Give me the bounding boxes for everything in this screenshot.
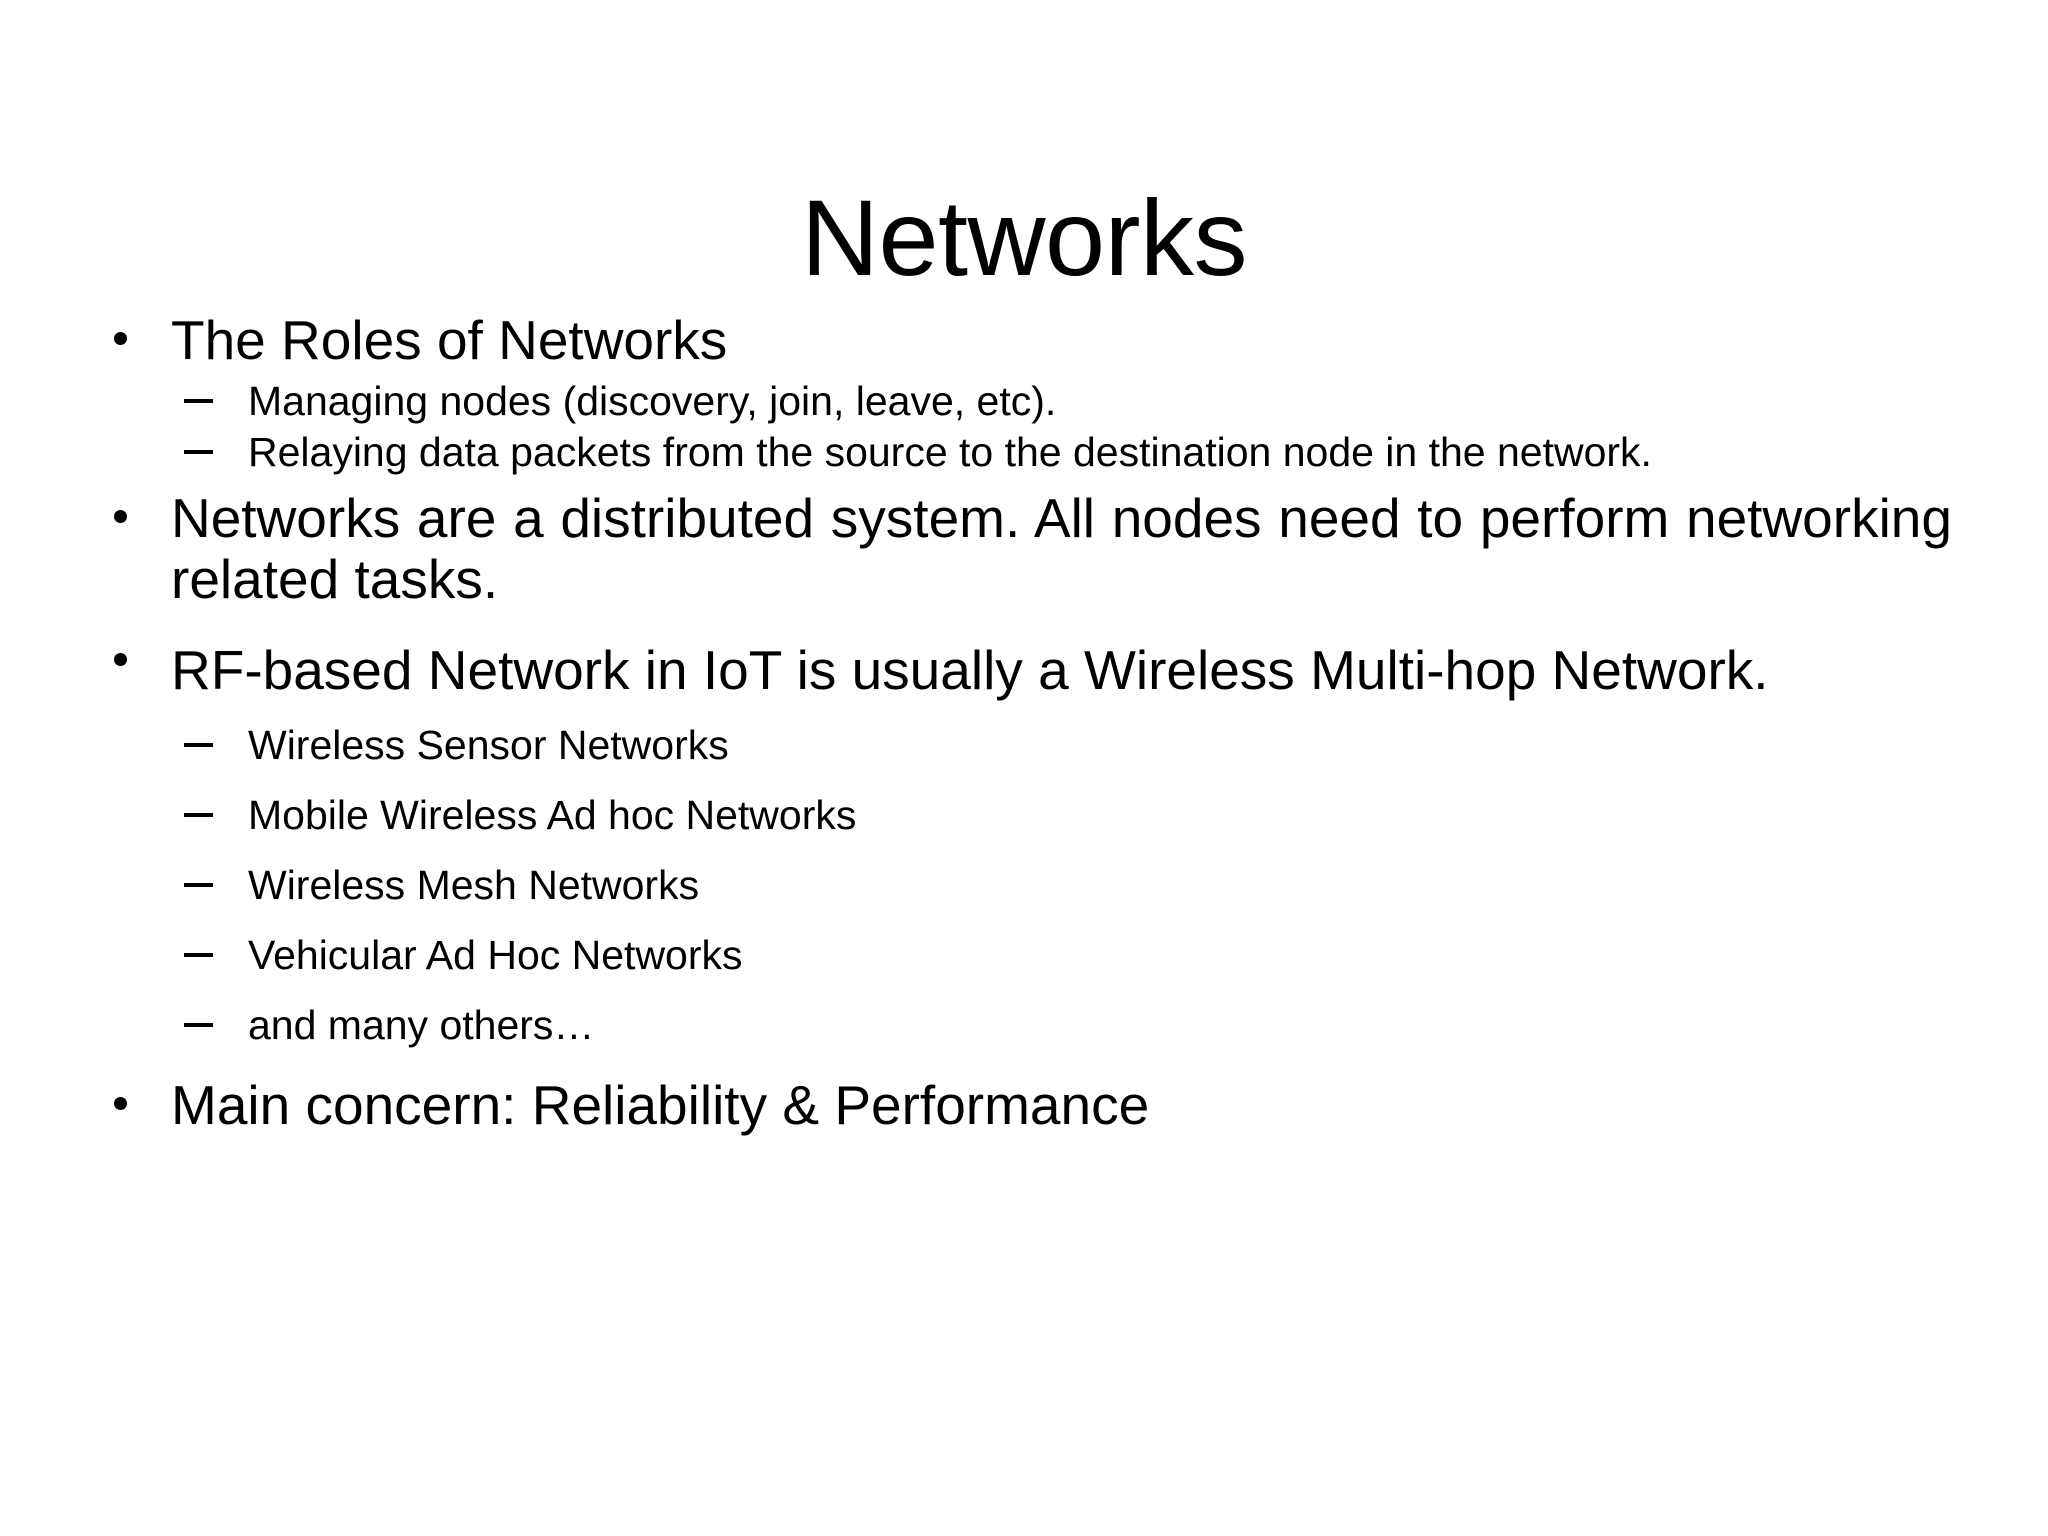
bullet-text: The Roles of Networks <box>171 309 728 371</box>
spacer <box>96 611 1952 631</box>
sub-bullet-text: Wireless Mesh Networks <box>248 862 700 909</box>
sub-bullet-item-mobile-wireless-ad-hoc-networks: Mobile Wireless Ad hoc Networks <box>96 792 1952 839</box>
bullet-dash-icon <box>184 813 213 818</box>
sub-bullet-text: Wireless Sensor Networks <box>248 722 729 769</box>
sub-bullet-text: Mobile Wireless Ad hoc Networks <box>248 792 857 839</box>
bullet-disc-icon <box>114 332 127 345</box>
sub-bullet-text: Managing nodes (discovery, join, leave, … <box>248 377 1057 424</box>
sub-bullet-item-managing-nodes: Managing nodes (discovery, join, leave, … <box>96 377 1952 425</box>
bullet-dash-icon <box>184 450 213 455</box>
bullet-dash-icon <box>184 883 213 888</box>
bullet-disc-icon <box>114 653 127 667</box>
bullet-dash-icon <box>184 1023 213 1028</box>
bullet-item-roles-of-networks: The Roles of Networks <box>96 310 1952 371</box>
bullet-disc-icon <box>114 510 127 524</box>
sub-bullet-text: Vehicular Ad Hoc Networks <box>248 932 743 979</box>
bullet-item-main-concern: Main concern: Reliability & Performance <box>96 1075 1952 1136</box>
sub-bullet-item-vehicular-ad-hoc-networks: Vehicular Ad Hoc Networks <box>96 932 1952 979</box>
bullet-text: Networks are a distributed system. All n… <box>171 487 1952 610</box>
sub-bullet-text: Relaying data packets from the source to… <box>248 429 1652 476</box>
spacer <box>96 1049 1952 1075</box>
slide-title: Networks <box>800 177 1248 299</box>
sub-bullet-item-wireless-mesh-networks: Wireless Mesh Networks <box>96 862 1952 909</box>
bullet-text: RF-based Network in IoT is usually a Wir… <box>171 639 1769 702</box>
bullet-dash-icon <box>184 743 213 748</box>
slide-body-content: The Roles of Networks Managing nodes (di… <box>96 310 1952 1137</box>
bullet-text: Main concern: Reliability & Performance <box>171 1073 1150 1136</box>
bullet-dash-icon <box>184 953 213 958</box>
bullet-item-rf-based-network: RF-based Network in IoT is usually a Wir… <box>96 631 1952 709</box>
sub-bullet-item-wireless-sensor-networks: Wireless Sensor Networks <box>96 722 1952 769</box>
sub-bullet-item-relaying-data-packets: Relaying data packets from the source to… <box>96 429 1952 476</box>
sub-bullet-item-and-many-others: and many others… <box>96 1002 1952 1049</box>
bullet-disc-icon <box>114 1096 127 1110</box>
bullet-dash-icon <box>184 398 213 403</box>
bullet-item-distributed-system: Networks are a distributed system. All n… <box>96 488 1952 609</box>
sub-bullet-text: and many others… <box>248 1002 595 1049</box>
